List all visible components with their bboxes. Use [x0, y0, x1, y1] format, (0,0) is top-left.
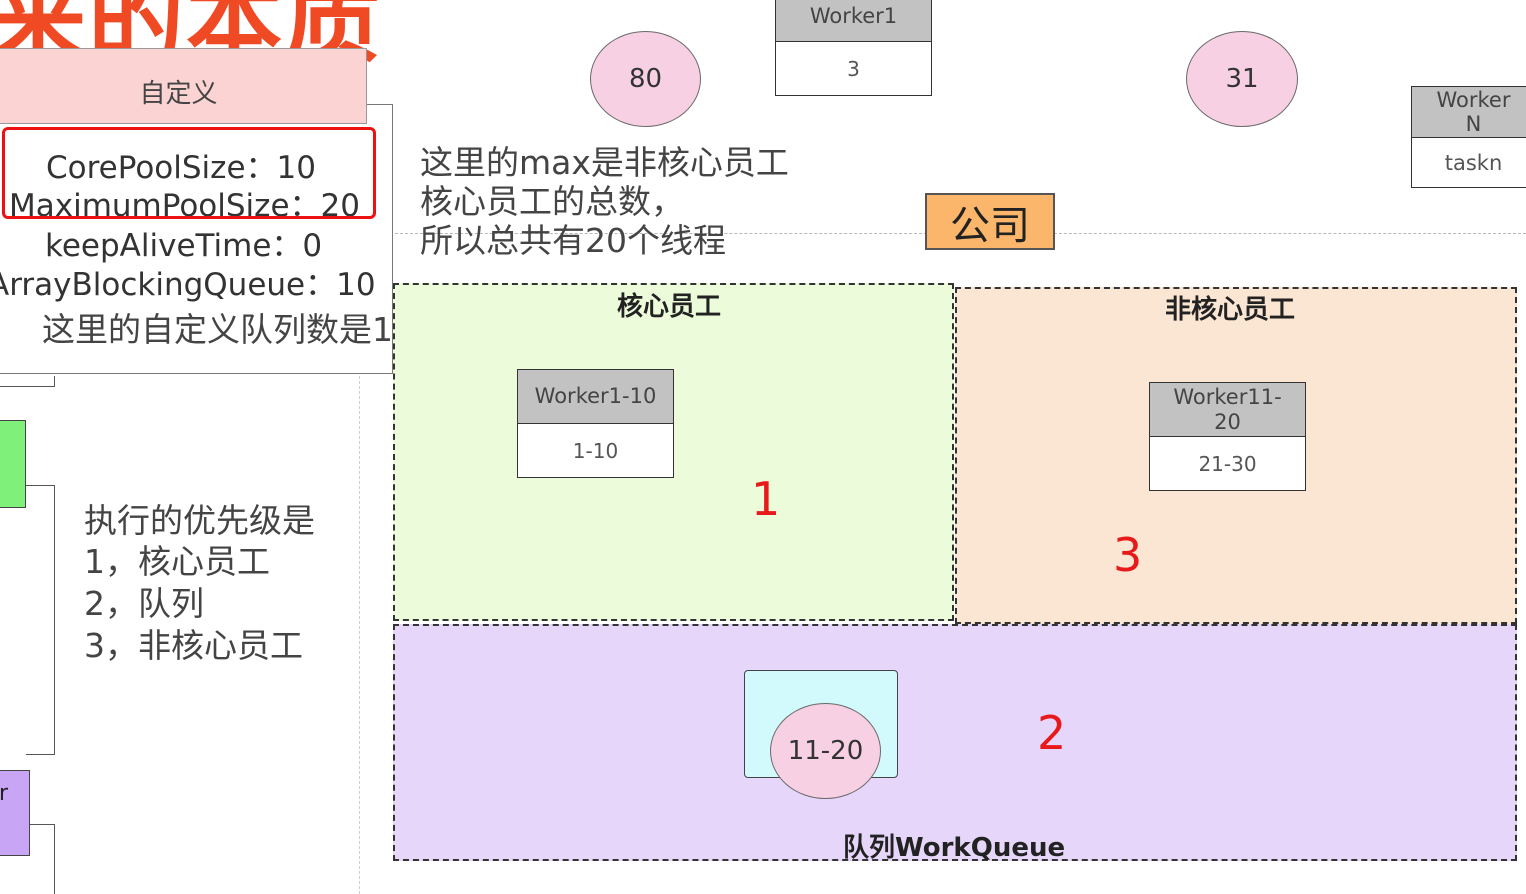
worker-range: 1-10: [572, 438, 619, 463]
worker1-box: Worker1 3: [775, 0, 932, 96]
worker-range: 21-30: [1198, 451, 1257, 476]
queue-circle: 11-20: [770, 703, 881, 799]
worker-name: Worker1-10: [518, 370, 673, 424]
config-header: 自定义: [0, 48, 367, 124]
worker-name-line1: Worker11-: [1173, 385, 1282, 410]
queue-zone: [393, 624, 1517, 861]
priority-item-1: 1，核心员工: [84, 542, 270, 581]
core-zone-title: 核心员工: [617, 292, 722, 322]
queue-zone-title: 队列WorkQueue: [843, 833, 1066, 863]
core-worker-box: Worker1-10 1-10: [517, 369, 674, 478]
noncore-zone: [955, 287, 1517, 624]
green-block: [0, 420, 26, 508]
task-circle: 31: [1186, 31, 1298, 127]
highlight-box: [2, 127, 376, 219]
worker-name: Worker11- 20: [1150, 383, 1305, 437]
max-note-line3: 所以总共有20个线程: [420, 221, 726, 260]
priority-number: 3: [1113, 528, 1143, 582]
worker-name: Worker1: [776, 0, 931, 42]
worker-name: Worker N: [1412, 87, 1526, 138]
max-note-line1: 这里的max是非核心员工: [420, 143, 789, 182]
worker-task: taskn: [1444, 151, 1503, 175]
priority-item-3: 3，非核心员工: [84, 626, 303, 665]
config-panel: [0, 104, 393, 374]
worker-name-line2: N: [1465, 112, 1482, 136]
left-frame: [30, 824, 55, 894]
queue-capacity: ArrayBlockingQueue：10: [0, 267, 376, 303]
priority-title: 执行的优先级是: [84, 501, 315, 540]
core-pool-size: CorePoolSize：10: [46, 150, 316, 186]
priority-number: 1: [751, 472, 781, 526]
purple-block: r: [0, 770, 30, 856]
priority-item-2: 2，队列: [84, 584, 204, 623]
workerN-box: Worker N taskn: [1411, 86, 1526, 188]
noncore-zone-title: 非核心员工: [1165, 295, 1296, 325]
left-frame: [26, 485, 55, 755]
company-label: 公司: [925, 193, 1055, 250]
priority-number: 2: [1037, 706, 1067, 760]
purple-block-label: r: [0, 781, 9, 806]
max-note-line2: 核心员工的总数，: [420, 182, 684, 221]
queue-note: 这里的自定义队列数是10个: [42, 310, 447, 349]
worker-task: 3: [847, 57, 860, 81]
left-frame: [0, 376, 55, 387]
worker-name-line1: Worker: [1436, 87, 1511, 112]
worker-name-line2: 20: [1214, 409, 1241, 434]
divider-line: [359, 376, 360, 894]
noncore-worker-box: Worker11- 20 21-30: [1149, 382, 1306, 491]
task-circle: 80: [590, 31, 701, 127]
keep-alive-time: keepAliveTime：0: [45, 228, 323, 264]
